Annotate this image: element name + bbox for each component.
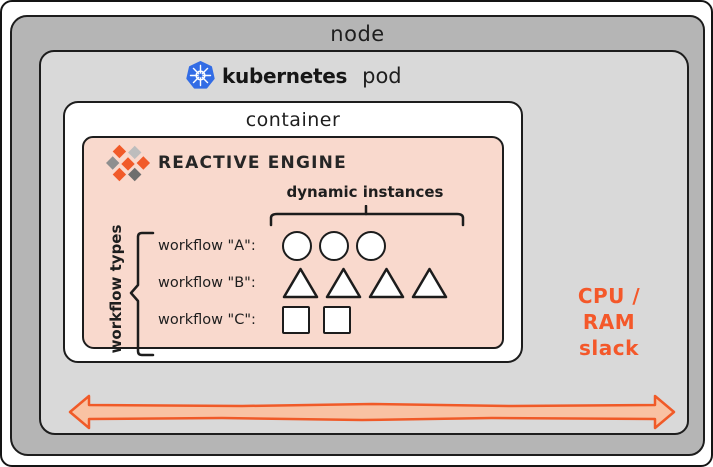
reactive-engine-box: REACTIVE ENGINE dynamic instances workfl…: [82, 136, 504, 357]
workflow-b-label: workflow "B":: [158, 274, 256, 291]
kubernetes-wordmark: kubernetes: [222, 63, 348, 88]
workflow-row-c: workflow "C":: [158, 305, 351, 334]
circle-instance: [356, 231, 386, 261]
workflow-b-instances: [282, 267, 448, 299]
square-instance: [282, 305, 310, 334]
circle-instance: [319, 231, 349, 261]
pod-header: kubernetes pod: [186, 61, 402, 90]
node-box: node kubernet: [10, 15, 705, 456]
workflow-a-instances: [282, 231, 386, 261]
workflow-row-a: workflow "A":: [158, 230, 386, 262]
reactive-engine-diamonds-icon: [106, 144, 151, 182]
slack-line-2: RAM: [582, 310, 636, 334]
pod-label: pod: [362, 63, 402, 88]
container-label: container: [245, 109, 341, 131]
workflow-row-b: workflow "B":: [158, 266, 448, 299]
triangle-instance: [368, 267, 405, 299]
cpu-ram-slack-label: CPU / RAM slack: [561, 283, 657, 361]
kubernetes-helm-icon: [186, 61, 215, 89]
dynamic-instances-label: dynamic instances: [286, 183, 444, 201]
triangle-instance: [282, 267, 319, 299]
square-instance: [323, 305, 351, 334]
node-label: node: [330, 22, 385, 46]
container-box: container REACTIVE ENGINE: [63, 101, 523, 363]
triangle-instance: [411, 267, 448, 299]
triangle-instance: [325, 267, 362, 299]
circle-instance: [282, 231, 312, 261]
workflow-c-label: workflow "C":: [158, 311, 256, 328]
pod-box: kubernetes pod container: [39, 50, 689, 435]
cpu-ram-slack-arrow: [68, 394, 676, 430]
engine-header: REACTIVE ENGINE: [106, 143, 347, 183]
slack-line-1: CPU /: [577, 284, 641, 308]
workflow-c-instances: [282, 305, 351, 334]
dynamic-instances-bracket: [269, 205, 465, 227]
slack-line-3: slack: [579, 336, 639, 360]
workflow-types-label: workflow types: [107, 224, 125, 354]
workflow-a-label: workflow "A":: [158, 238, 256, 254]
workflow-types-brace: [129, 231, 155, 357]
engine-title: REACTIVE ENGINE: [158, 153, 347, 173]
